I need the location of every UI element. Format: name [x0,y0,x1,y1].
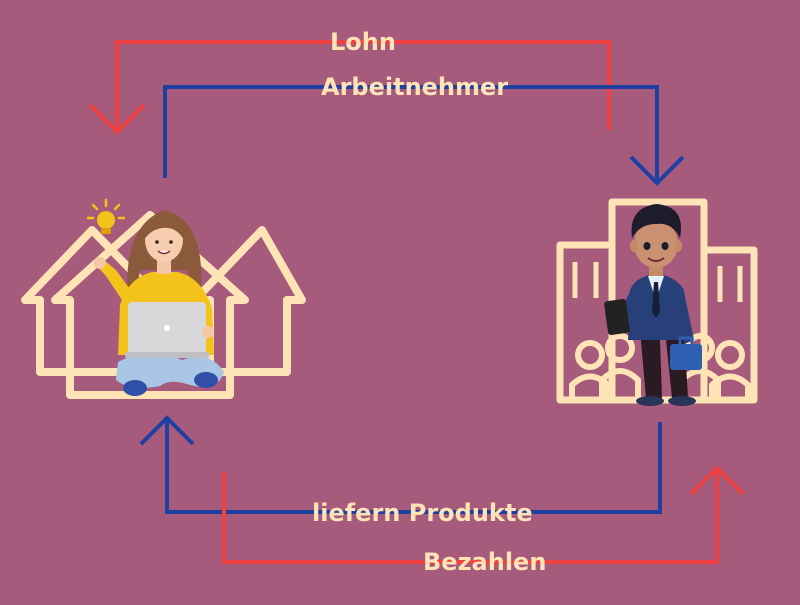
payment-arrow-head [689,465,745,496]
wage-label: Lohn [330,28,396,56]
employees-arrow-line [163,85,659,183]
deliver-products-label: liefern Produkte [312,499,533,527]
payment-arrow [222,465,745,564]
businessman-icon [604,204,702,406]
employees-arrow [163,85,685,186]
products-arrow [139,415,662,514]
employees-arrow-head [629,155,685,186]
lightbulb-icon [86,198,126,234]
pay-label: Bezahlen [423,548,547,576]
products-arrow-head [139,415,195,446]
payment-arrow-line [222,468,719,564]
wage-arrow-head [88,103,146,135]
woman-with-laptop-icon [94,210,224,396]
employees-label: Arbeitnehmer [321,73,509,101]
products-arrow-line [165,418,662,514]
